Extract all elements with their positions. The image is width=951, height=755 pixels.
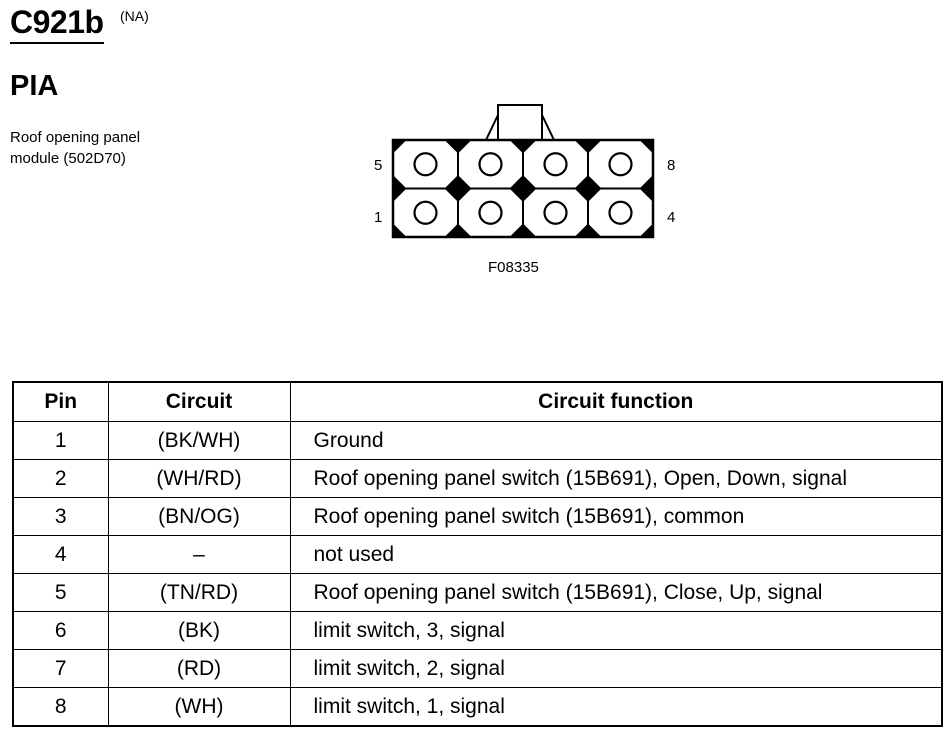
cell-pin: 2 <box>12 459 109 498</box>
table-header-row: Pin Circuit Circuit function <box>12 381 943 422</box>
housing-wedge <box>446 225 470 237</box>
housing-wedge <box>576 225 600 237</box>
cell-pin: 1 <box>12 421 109 460</box>
cell-function: Roof opening panel switch (15B691), comm… <box>289 497 943 536</box>
region-label: (NA) <box>120 8 149 24</box>
housing-wedge <box>641 225 653 237</box>
housing-wedge <box>511 225 535 237</box>
housing-wedge <box>511 176 535 201</box>
cell-function: Roof opening panel switch (15B691), Open… <box>289 459 943 498</box>
connector-face-diagram: 5 8 1 4 F08335 <box>374 104 675 276</box>
pin-label-5: 5 <box>374 157 382 174</box>
connector-id: C921b <box>10 4 104 44</box>
cell-circuit: (BK/WH) <box>107 421 291 460</box>
table-row: 3 (BN/OG) Roof opening panel switch (15B… <box>12 497 943 536</box>
housing-wedge <box>393 140 405 152</box>
cell-pin: 8 <box>12 687 109 727</box>
terminal-hole <box>413 152 438 177</box>
housing-wedge <box>641 140 653 152</box>
description-line-1: Roof opening panel <box>10 129 141 146</box>
cell-function: limit switch, 3, signal <box>289 611 943 650</box>
table-row: 8 (WH) limit switch, 1, signal <box>12 687 943 727</box>
header-circuit: Circuit <box>107 381 291 422</box>
terminal-hole <box>543 152 568 177</box>
pin-table: Pin Circuit Circuit function 1 (BK/WH) G… <box>12 381 943 727</box>
connector-designation: PIA <box>10 70 59 102</box>
cell-pin: 3 <box>12 497 109 536</box>
figure-code: F08335 <box>488 259 539 276</box>
terminal-hole <box>478 152 503 177</box>
terminal-hole <box>608 200 633 225</box>
housing-wedge <box>446 176 470 201</box>
terminal-hole <box>413 200 438 225</box>
pin-label-1: 1 <box>374 209 382 226</box>
housing-wedge <box>576 140 600 152</box>
cell-function: limit switch, 2, signal <box>289 649 943 688</box>
description-line-2: module (502D70) <box>10 150 126 167</box>
terminal-hole <box>478 200 503 225</box>
table-row: 1 (BK/WH) Ground <box>12 421 943 460</box>
cell-circuit: (BN/OG) <box>107 497 291 536</box>
pin-cavities <box>392 139 654 238</box>
housing-wedge <box>393 176 405 201</box>
housing-wedge <box>511 140 535 152</box>
pin-label-8: 8 <box>667 157 675 174</box>
cell-circuit: (TN/RD) <box>107 573 291 612</box>
housing-wedge <box>393 225 405 237</box>
cell-function: Ground <box>289 421 943 460</box>
header-pin: Pin <box>12 381 109 422</box>
pin-label-4: 4 <box>667 209 675 226</box>
table-row: 7 (RD) limit switch, 2, signal <box>12 649 943 688</box>
cell-function: Roof opening panel switch (15B691), Clos… <box>289 573 943 612</box>
cell-pin: 4 <box>12 535 109 574</box>
terminal-hole <box>608 152 633 177</box>
cell-pin: 5 <box>12 573 109 612</box>
table-row: 6 (BK) limit switch, 3, signal <box>12 611 943 650</box>
title-row: C921b (NA) <box>10 4 149 44</box>
cell-circuit: (BK) <box>107 611 291 650</box>
cell-circuit: (WH) <box>107 687 291 727</box>
header-circuit-function: Circuit function <box>289 381 943 422</box>
table-row: 5 (TN/RD) Roof opening panel switch (15B… <box>12 573 943 612</box>
cell-function: not used <box>289 535 943 574</box>
cell-pin: 7 <box>12 649 109 688</box>
cell-pin: 6 <box>12 611 109 650</box>
connector-description: Roof opening panel module (502D70) <box>10 127 230 169</box>
cell-function: limit switch, 1, signal <box>289 687 943 727</box>
terminal-hole <box>543 200 568 225</box>
housing-wedge <box>641 176 653 201</box>
cell-circuit: (RD) <box>107 649 291 688</box>
table-row: 2 (WH/RD) Roof opening panel switch (15B… <box>12 459 943 498</box>
housing-wedge <box>576 176 600 201</box>
cell-circuit: (WH/RD) <box>107 459 291 498</box>
table-row: 4 – not used <box>12 535 943 574</box>
cell-circuit: – <box>107 535 291 574</box>
locking-tab <box>485 104 555 141</box>
housing-wedge <box>446 140 470 152</box>
